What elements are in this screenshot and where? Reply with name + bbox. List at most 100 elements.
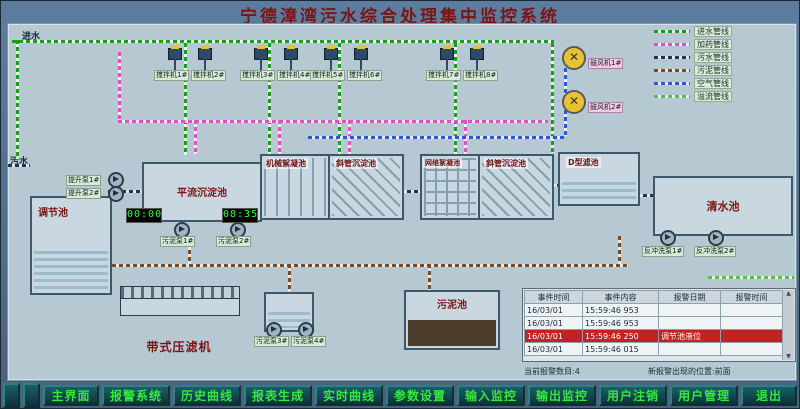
pipe-connector-4	[636, 194, 653, 197]
pipe-inflow-drop-filter	[551, 43, 554, 153]
legend-item-overflow: 溢流管线	[654, 91, 732, 102]
backwash-pump-label: 反冲洗泵2#	[694, 246, 737, 257]
blower-label: 鼓风机2#	[588, 102, 624, 113]
mixer-label: 搅拌机2#	[191, 70, 227, 81]
mixer-icon-7[interactable]	[440, 45, 454, 73]
tank-label: 网络絮凝池	[423, 158, 462, 168]
inflow-label: 进水	[22, 32, 41, 42]
pipe-sludge-drop-2	[288, 264, 291, 292]
legend-label: 进水管线	[694, 26, 732, 37]
sludge-pump-label: 污泥泵4#	[291, 336, 327, 347]
pipe-sludge-drop-4	[618, 236, 621, 264]
dosing-line-swatch	[654, 43, 690, 46]
alarm-position-text: 新报警出现的位置:前面	[648, 367, 731, 376]
scroll-up-icon[interactable]: ▲	[786, 290, 791, 297]
alarm-col-header: 事件内容	[582, 290, 659, 304]
pipe-inflow-drop-4	[454, 43, 457, 155]
tank-sludge: 污泥池	[404, 290, 500, 350]
mixer-icon-1[interactable]	[168, 45, 182, 73]
blower-icon-2[interactable]	[562, 90, 586, 114]
page-title: 宁德漳湾污水综合处理集中监控系统	[240, 7, 560, 27]
sewage-line-swatch	[654, 56, 690, 59]
belt-press-label: 带式压滤机	[146, 340, 212, 354]
sludge-level	[408, 320, 496, 346]
user-logout-button[interactable]: 用户注销	[599, 384, 668, 406]
toolbar-mini-button-1[interactable]	[3, 382, 20, 408]
alarm-system-button[interactable]: 报警系统	[101, 384, 170, 406]
legend-item-sludge: 污泥管线	[654, 65, 732, 76]
timer-display-2: 08:35	[222, 208, 258, 223]
backwash-pump-icon-2[interactable]	[708, 230, 724, 246]
belt-press-body	[120, 298, 240, 316]
mixer-icon-8[interactable]	[470, 45, 484, 73]
water-level	[562, 182, 636, 202]
tank-label: 机械絮凝池	[264, 158, 308, 169]
tank-label: 清水池	[706, 200, 740, 213]
tank-label: 污泥池	[437, 300, 467, 311]
alarm-header-row: 事件时间 事件内容 报警日期 报警时间	[524, 290, 783, 304]
realtime-curve-button[interactable]: 实时曲线	[314, 384, 383, 406]
pipe-air-main	[308, 136, 564, 139]
param-settings-button[interactable]: 参数设置	[386, 384, 455, 406]
tank-grid-flocculation: 网络絮凝池	[420, 154, 480, 220]
pipe-sludge-drop-1	[188, 236, 191, 264]
mixer-icon-5[interactable]	[324, 45, 338, 73]
air-line-swatch	[654, 82, 690, 85]
pipe-connector-2	[400, 190, 420, 193]
toolbar-mini-button-2[interactable]	[23, 382, 40, 408]
tank-label: 斜管沉淀池	[334, 158, 378, 169]
mixer-label: 搅拌机8#	[463, 70, 499, 81]
user-manage-button[interactable]: 用户管理	[670, 384, 739, 406]
alarm-scrollbar[interactable]: ▲ ▼	[782, 290, 794, 360]
mixer-icon-3[interactable]	[254, 45, 268, 73]
tank-regulating: 调节池	[30, 196, 112, 295]
pipe-dosing-main	[118, 120, 548, 123]
history-curve-button[interactable]: 历史曲线	[172, 384, 241, 406]
alarm-row[interactable]: 16/03/01 15:59:46 953	[524, 303, 783, 317]
mixer-label: 搅拌机1#	[154, 70, 190, 81]
legend-label: 加药管线	[694, 39, 732, 50]
legend-item-air: 空气管线	[654, 78, 732, 89]
timer-display-1: 00:00	[126, 208, 162, 223]
overflow-line-swatch	[654, 95, 690, 98]
blower-icon-1[interactable]	[562, 46, 586, 70]
mixer-icon-2[interactable]	[198, 45, 212, 73]
input-monitor-button[interactable]: 输入监控	[457, 384, 526, 406]
legend-item-inflow: 进水管线	[654, 26, 732, 37]
blower-label: 鼓风机1#	[588, 58, 624, 69]
pipe-overflow	[708, 276, 794, 279]
mixer-icon-6[interactable]	[354, 45, 368, 73]
water-level	[34, 251, 108, 291]
toolbar: 主界面 报警系统 历史曲线 报表生成 实时曲线 参数设置 输入监控 输出监控 用…	[3, 382, 798, 408]
report-generate-button[interactable]: 报表生成	[243, 384, 312, 406]
sludge-pump-label: 污泥泵1#	[160, 236, 196, 247]
output-monitor-button[interactable]: 输出监控	[528, 384, 597, 406]
lift-pump-icon-2[interactable]	[108, 186, 124, 202]
lift-pump-label: 提升泵1#	[66, 175, 102, 186]
sludge-pump-icon-3[interactable]	[266, 322, 282, 338]
pipe-inflow-drop-1	[184, 43, 187, 155]
mixer-icon-4[interactable]	[284, 45, 298, 73]
alarm-count-text: 当前报警数目:4	[524, 367, 580, 376]
main-screen-button[interactable]: 主界面	[43, 384, 99, 406]
tank-clear-water: 清水池	[653, 176, 793, 236]
exit-button[interactable]: 退出	[741, 384, 798, 406]
backwash-pump-icon-1[interactable]	[660, 230, 676, 246]
alarm-row-active[interactable]: 16/03/01 15:59:46 250 调节池液位	[524, 329, 783, 343]
pipe-inflow-drop-3	[338, 43, 341, 155]
lift-pump-label: 提升泵2#	[66, 188, 102, 199]
pipe-dosing-riser	[118, 52, 121, 120]
legend-label: 污泥管线	[694, 65, 732, 76]
legend-label: 污水管线	[694, 52, 732, 63]
mixer-label: 搅拌机3#	[240, 70, 276, 81]
pipe-inflow-left-drop	[16, 40, 19, 160]
alarm-row[interactable]: 16/03/01 15:59:46 953	[524, 316, 783, 330]
scroll-down-icon[interactable]: ▼	[786, 353, 791, 360]
pipe-connector-3	[550, 184, 558, 187]
lift-pump-icon-1[interactable]	[108, 172, 124, 188]
legend-label: 空气管线	[694, 78, 732, 89]
alarm-row[interactable]: 16/03/01 15:59:46 015	[524, 342, 783, 356]
process-diagram-panel: 进水管线 加药管线 污水管线 污泥管线 空气管线 溢流管线 进水 污水	[7, 23, 797, 381]
tank-label: 平流沉淀池	[177, 188, 227, 199]
